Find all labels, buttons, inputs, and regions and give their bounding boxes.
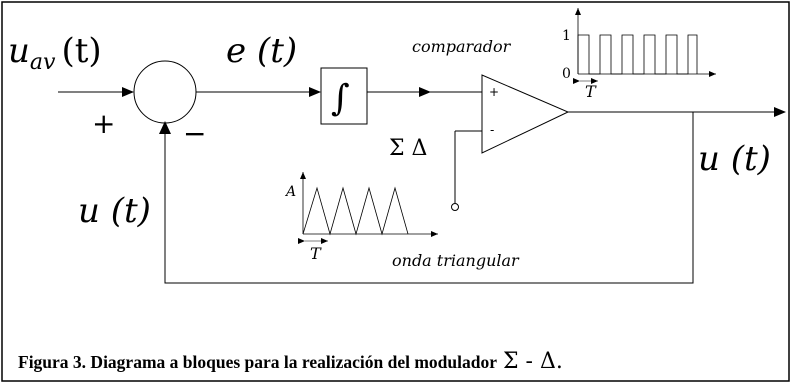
caption-symbol: Σ - Δ. (503, 349, 563, 374)
square-high-label: 1 (562, 28, 571, 44)
feedback-signal-label: u (t) (78, 191, 151, 231)
integrator-symbol: ∫ (331, 78, 350, 119)
square-wave-inset (573, 8, 716, 84)
output-signal-label: u (t) (698, 139, 771, 179)
triangle-wave-label: onda triangular (392, 251, 520, 270)
integrator-block (320, 67, 368, 125)
summing-minus-sign: − (183, 117, 206, 150)
triangle-wave-inset (298, 172, 438, 244)
square-wave (577, 34, 698, 75)
triangle-period-label: T (310, 244, 322, 263)
summing-plus-sign: + (92, 107, 115, 140)
square-period-label: T (585, 82, 597, 101)
input-signal-label: uav(t) (8, 31, 102, 75)
error-signal-label: e (t) (226, 31, 297, 71)
comparator-label: comparador (412, 37, 512, 56)
triangle-input-terminal (451, 203, 459, 211)
figure-caption: Figura 3. Diagrama a bloques para la rea… (18, 349, 563, 374)
comparator-block (481, 74, 570, 154)
sigma-delta-label: Σ Δ (389, 136, 427, 161)
comparator-minus-input: - (490, 123, 494, 137)
triangle-amplitude-label: A (284, 184, 296, 200)
triangle-wave (302, 186, 409, 236)
square-low-label: 0 (562, 66, 571, 82)
feedback-arrowhead (159, 121, 171, 134)
comparator-plus-input: + (489, 85, 499, 99)
feedback-path (164, 112, 694, 284)
summing-junction (133, 60, 197, 124)
